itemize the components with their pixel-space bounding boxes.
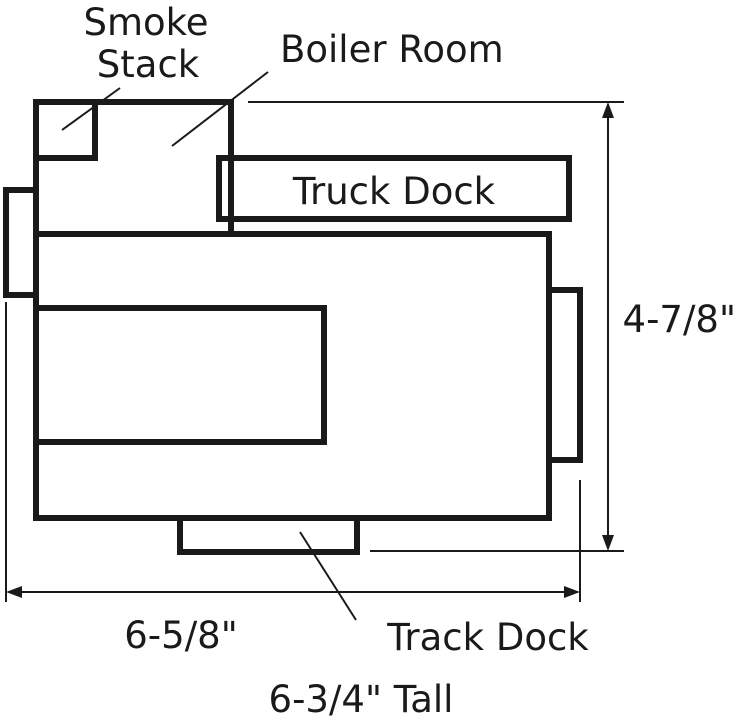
smoke-stack-outline xyxy=(33,99,98,161)
main-building-outline xyxy=(33,231,552,521)
smoke-stack-label-line1: Smoke xyxy=(83,1,208,44)
boiler-room-outline xyxy=(33,99,234,234)
smoke-stack-label-line2: Stack xyxy=(97,43,200,86)
truck-dock-outline xyxy=(216,155,572,222)
width-dimension xyxy=(5,302,581,602)
boiler-room-leader xyxy=(171,71,269,147)
track-dock-label: Track Dock xyxy=(386,616,589,659)
right-annex-outline xyxy=(546,287,583,463)
boiler-room-label: Boiler Room xyxy=(280,28,504,71)
track-dock-outline xyxy=(177,515,360,555)
smoke-stack-leader xyxy=(61,87,121,131)
truck-dock-label: Truck Dock xyxy=(292,170,496,213)
building-outline xyxy=(3,99,583,555)
height-dimension-label: 4-7/8" xyxy=(623,298,736,341)
track-dock-leader xyxy=(299,531,357,621)
width-dimension-label: 6-5/8" xyxy=(124,614,237,657)
height-tall-label: 6-3/4" Tall xyxy=(269,678,454,721)
left-annex-outline xyxy=(3,187,39,298)
inner-wing-outline xyxy=(33,305,327,445)
height-dimension xyxy=(248,101,624,552)
